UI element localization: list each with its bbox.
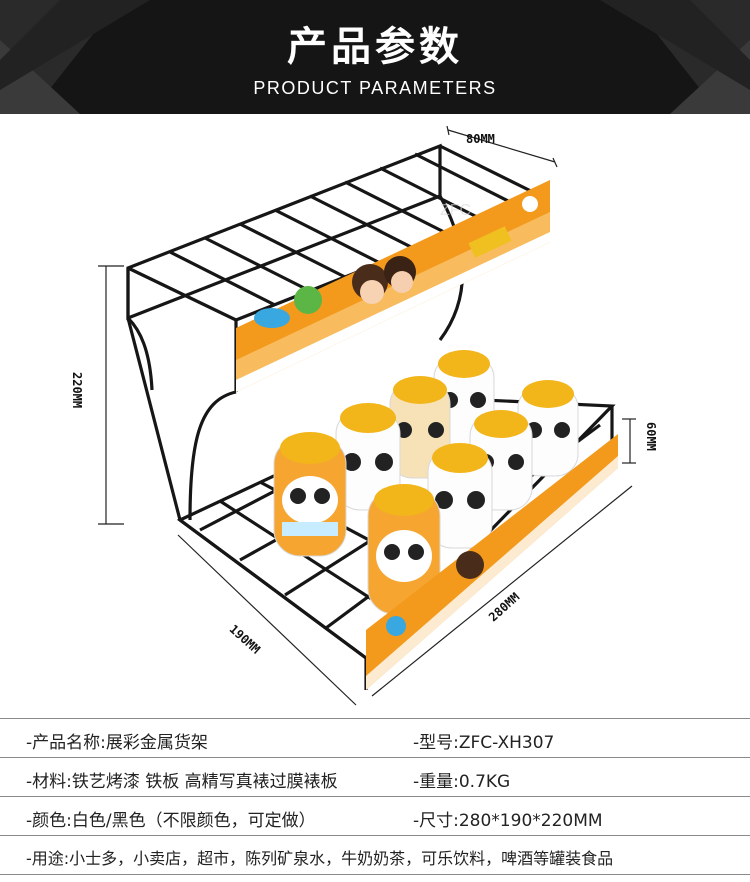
param-usage: -用途:小士多，小卖店，超市，陈列矿泉水，牛奶奶茶，可乐饮料，啤酒等罐装食品 bbox=[26, 849, 614, 868]
page-title: 产品参数 bbox=[287, 23, 463, 70]
header-banner: 产品参数 PRODUCT PARAMETERS bbox=[0, 0, 750, 114]
param-weight: -重量:0.7KG bbox=[413, 772, 511, 792]
page-subtitle: PRODUCT PARAMETERS bbox=[253, 78, 497, 98]
dimension-height: 220MM bbox=[70, 372, 84, 409]
bottom-shelf-banner bbox=[366, 434, 618, 690]
table-row: -产品名称:展彩金属货架 -型号:ZFC-XH307 bbox=[0, 718, 750, 757]
table-row: -颜色:白色/黑色（不限颜色，可定做） -尺寸:280*190*220MM bbox=[0, 796, 750, 835]
display-rack-illustration: ZFC bbox=[98, 125, 636, 706]
bottle bbox=[367, 484, 441, 615]
dimension-lines bbox=[98, 125, 636, 706]
param-model: -型号:ZFC-XH307 bbox=[413, 733, 555, 753]
bottle bbox=[273, 432, 347, 557]
table-row: -用途:小士多，小卖店，超市，陈列矿泉水，牛奶奶茶，可乐饮料，啤酒等罐装食品 bbox=[0, 835, 750, 875]
top-shelf-banner bbox=[236, 180, 550, 392]
svg-text:ZFC: ZFC bbox=[440, 202, 471, 219]
param-product-name: -产品名称:展彩金属货架 bbox=[26, 733, 208, 753]
param-material: -材料:铁艺烤漆 铁板 高精写真裱过膜裱板 bbox=[26, 772, 338, 792]
parameters-table: -产品名称:展彩金属货架 -型号:ZFC-XH307 -材料:铁艺烤漆 铁板 高… bbox=[0, 716, 750, 882]
yogurt-bottles bbox=[273, 350, 579, 615]
product-image: ZFC 80MM 220MM 60MM 190MM 280MM bbox=[0, 114, 750, 716]
table-row: -材料:铁艺烤漆 铁板 高精写真裱过膜裱板 -重量:0.7KG bbox=[0, 757, 750, 796]
dimension-front-height: 60MM bbox=[644, 422, 658, 451]
dimension-top-width: 80MM bbox=[466, 132, 495, 146]
banner-decoration bbox=[0, 0, 750, 114]
param-size: -尺寸:280*190*220MM bbox=[413, 811, 603, 831]
param-color: -颜色:白色/黑色（不限颜色，可定做） bbox=[26, 811, 316, 831]
bottle bbox=[335, 403, 401, 511]
bottle bbox=[427, 443, 493, 549]
